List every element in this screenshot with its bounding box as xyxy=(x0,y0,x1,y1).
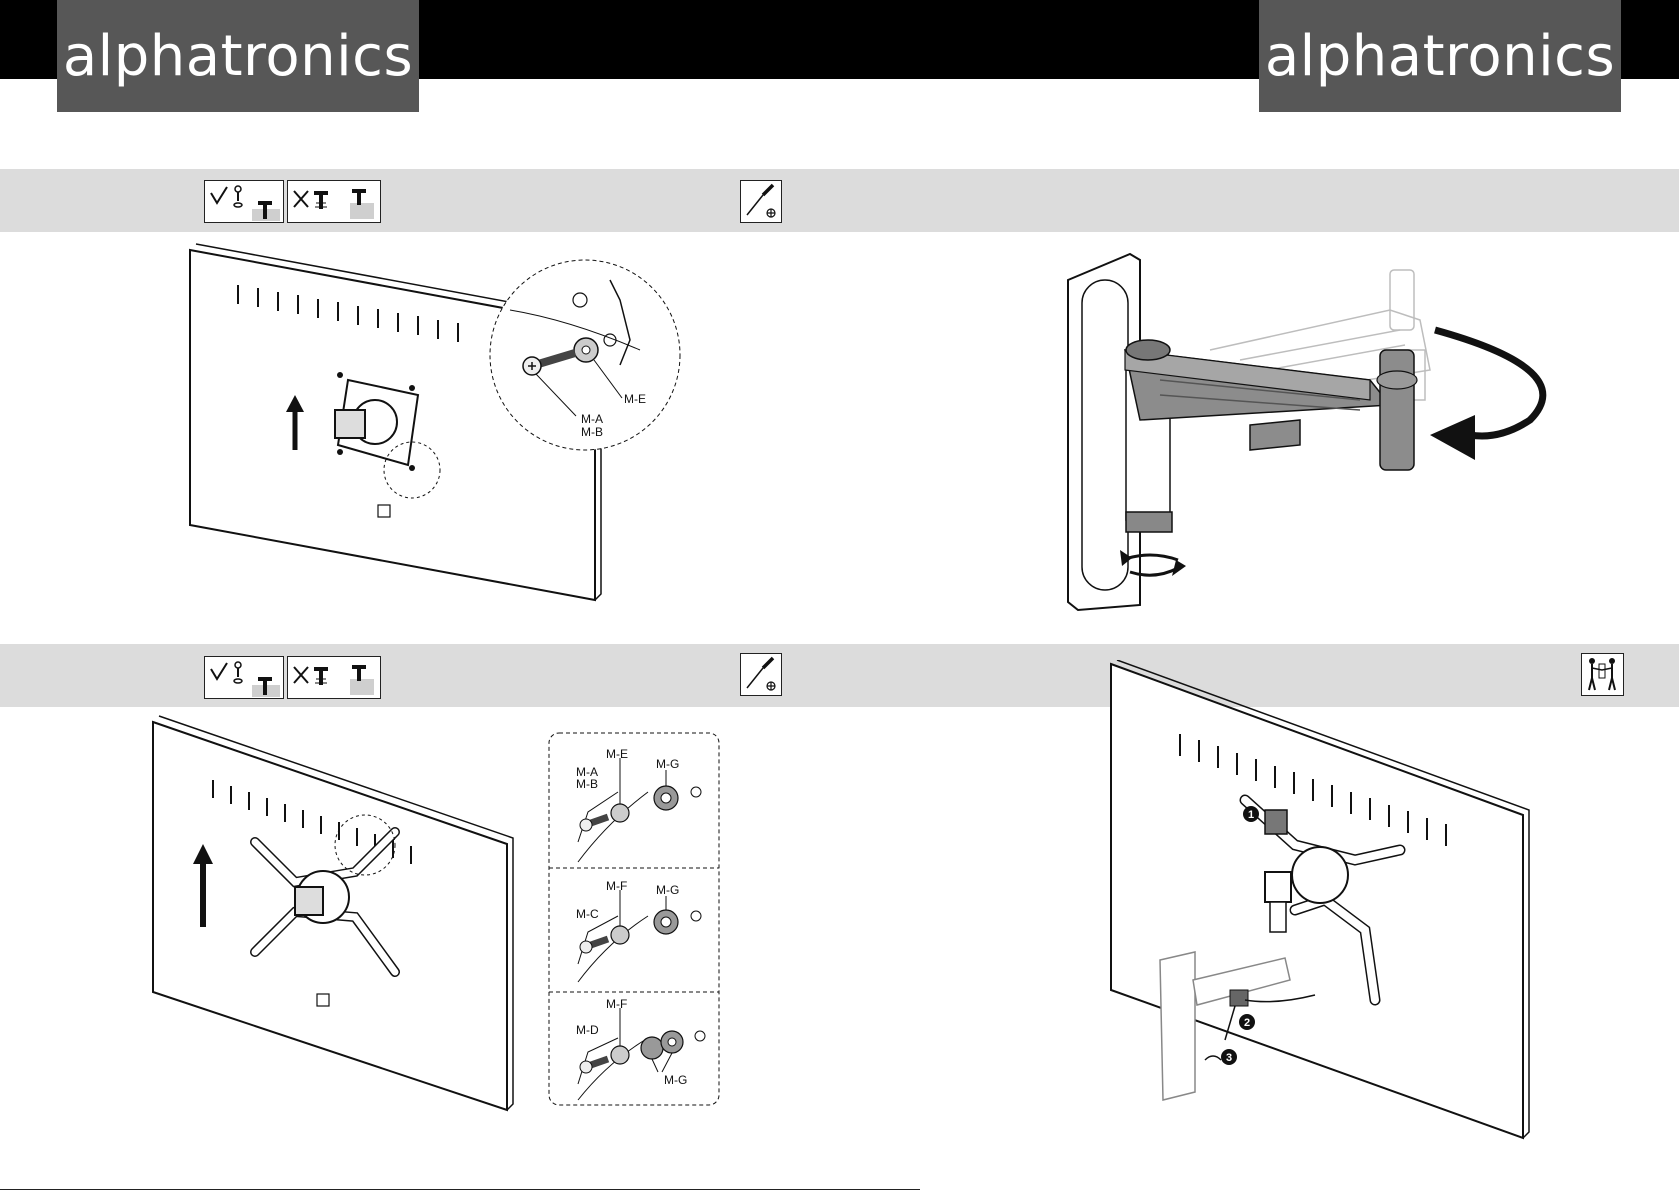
label-m-f: M-F xyxy=(606,997,627,1011)
step4-tv-mount-illustration: 1 2 3 xyxy=(1105,660,1535,1145)
label-m-c: M-C xyxy=(576,907,599,921)
step2-wall-arm-illustration xyxy=(1060,250,1580,620)
check-screw-icon xyxy=(204,180,284,223)
label-m-g: M-G xyxy=(656,757,679,771)
marker-1: 1 xyxy=(1248,809,1254,821)
brand-logo-left: alphatronics xyxy=(57,0,419,112)
label-m-b: M-B xyxy=(581,425,603,439)
brand-logo-right: alphatronics xyxy=(1259,0,1621,112)
cross-screw-icon xyxy=(287,656,381,699)
step1-tv-bracket-illustration: M-E M-A M-B xyxy=(180,240,690,610)
label-m-a: M-A xyxy=(581,412,603,426)
label-m-f: M-F xyxy=(606,879,627,893)
cross-screw-icon xyxy=(287,180,381,223)
step3-hardware-detail-panel: M-E M-G M-A M-B M-F M-G M-C M-F M-D xyxy=(548,732,720,1106)
phillips-screwdriver-icon xyxy=(740,180,782,223)
phillips-screwdriver-icon xyxy=(740,653,782,696)
label-m-e: M-E xyxy=(624,392,646,406)
label-m-b: M-B xyxy=(576,777,598,791)
page-bottom-rule xyxy=(0,1189,920,1190)
label-m-e: M-E xyxy=(606,747,628,761)
marker-2: 2 xyxy=(1244,1017,1250,1029)
marker-3: 3 xyxy=(1226,1052,1232,1064)
step3-tv-bracket-illustration xyxy=(145,712,525,1117)
two-person-lift-icon xyxy=(1581,653,1624,696)
label-m-d: M-D xyxy=(576,1023,599,1037)
label-m-g: M-G xyxy=(664,1073,687,1087)
label-m-g: M-G xyxy=(656,883,679,897)
check-screw-icon xyxy=(204,656,284,699)
